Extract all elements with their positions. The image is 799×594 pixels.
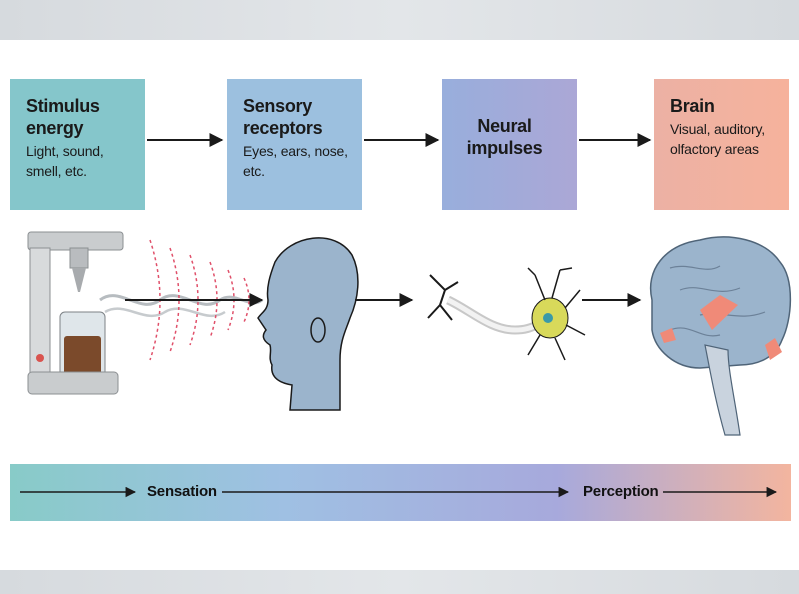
brain-icon bbox=[649, 236, 792, 436]
sensation-label: Sensation bbox=[147, 483, 217, 500]
stimulus-waves bbox=[99, 239, 264, 361]
stage-subtitle: Visual, auditory, olfactory areas bbox=[670, 121, 765, 157]
stage-box-neural: Neural impulses bbox=[442, 79, 577, 210]
stage-subtitle: Light, sound, smell, etc. bbox=[26, 143, 104, 179]
stage-title: Brain bbox=[670, 96, 715, 116]
stage-box-receptors: Sensory receptors Eyes, ears, nose, etc. bbox=[227, 79, 362, 210]
head-profile-icon bbox=[257, 237, 359, 411]
stage-title: Stimulus energy bbox=[26, 96, 100, 138]
stage-subtitle: Eyes, ears, nose, etc. bbox=[243, 143, 348, 179]
coffee-maker-icon bbox=[27, 231, 124, 395]
slide-bottom-band bbox=[0, 570, 799, 594]
perception-label: Perception bbox=[583, 483, 659, 500]
slide-top-band bbox=[0, 0, 799, 40]
stage-title: Neural impulses bbox=[466, 116, 543, 158]
neuron-icon bbox=[427, 267, 586, 361]
stage-box-stimulus: Stimulus energy Light, sound, smell, etc… bbox=[10, 79, 145, 210]
stage-title: Sensory receptors bbox=[243, 96, 323, 138]
stage-box-brain: Brain Visual, auditory, olfactory areas bbox=[654, 79, 789, 210]
